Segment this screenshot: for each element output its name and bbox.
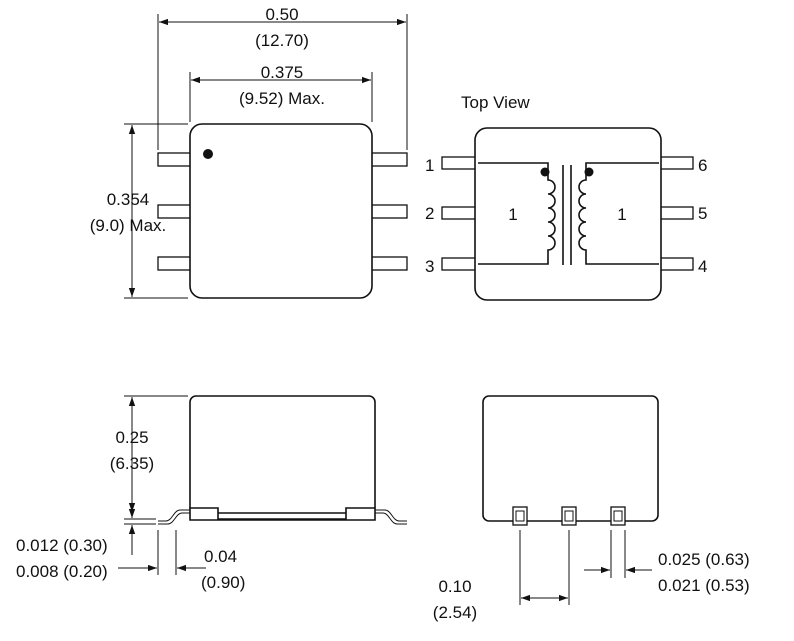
dim-side-height: 0.25 (6.35) (110, 395, 188, 512)
dim-lead-length: 0.04 (0.90) (118, 530, 245, 592)
pin-label-4: 4 (698, 257, 707, 276)
pin-label-6: 6 (698, 156, 707, 175)
dim-lead-width: 0.025 (0.63) 0.021 (0.53) (584, 530, 750, 595)
schematic-body (474, 127, 662, 301)
lead-thickness-min-label: 0.008 (0.20) (16, 562, 108, 581)
turns-secondary-label: 1 (617, 205, 626, 224)
top-view-title: Top View (461, 93, 530, 112)
polarity-dot-secondary-icon (584, 167, 594, 177)
side-lead-left (158, 509, 190, 522)
lead-right-1 (369, 152, 408, 167)
dim-overall-width: 0.50 (12.70) (157, 5, 408, 150)
schematic-lead-3 (441, 257, 479, 271)
lead-left-1 (157, 152, 194, 167)
schematic-top-view: Top View 1 2 3 6 5 4 1 1 (425, 93, 707, 301)
lead-left-3 (157, 256, 194, 271)
lead-right-2 (369, 204, 408, 219)
body-width-in-label: 0.375 (261, 63, 304, 82)
secondary-winding (578, 162, 659, 265)
height-mm-label: (9.0) Max. (90, 216, 167, 235)
dim-body-height: 0.354 (9.0) Max. (90, 123, 188, 299)
package-side-view (158, 395, 407, 525)
dim-body-width: 0.375 (9.52) Max. (189, 63, 373, 122)
lead-width-max-label: 0.025 (0.63) (658, 550, 750, 569)
pin-label-2: 2 (425, 204, 434, 223)
side-base (189, 507, 376, 521)
lead-length-mm-label: (0.90) (201, 573, 245, 592)
package-top-view (157, 123, 408, 299)
end-lead-2 (561, 506, 577, 526)
schematic-lead-6 (658, 156, 694, 170)
side-lead-right (375, 509, 407, 522)
package-end-view (482, 395, 659, 526)
pitch-in-label: 0.10 (438, 577, 471, 596)
width-in-label: 0.50 (265, 5, 298, 24)
end-lead-1 (512, 506, 528, 526)
end-body (482, 395, 659, 522)
body-width-mm-label: (9.52) Max. (239, 89, 325, 108)
pin-label-3: 3 (425, 257, 434, 276)
pin-label-1: 1 (425, 156, 434, 175)
turns-primary-label: 1 (508, 205, 517, 224)
lead-thickness-max-label: 0.012 (0.30) (16, 536, 108, 555)
pin1-dot-icon (203, 149, 213, 159)
side-height-in-label: 0.25 (115, 428, 148, 447)
width-mm-label: (12.70) (255, 31, 309, 50)
polarity-dot-primary-icon (540, 167, 550, 177)
lead-length-in-label: 0.04 (204, 547, 237, 566)
pitch-mm-label: (2.54) (433, 603, 477, 622)
height-in-label: 0.354 (107, 190, 150, 209)
lead-right-3 (369, 256, 408, 271)
end-lead-3 (610, 506, 626, 526)
schematic-lead-4 (658, 257, 694, 271)
schematic-lead-5 (658, 206, 694, 220)
package-body (189, 123, 373, 299)
dim-lead-thickness: 0.012 (0.30) 0.008 (0.20) (16, 500, 156, 581)
dim-lead-pitch: 0.10 (2.54) (433, 530, 570, 622)
lead-width-min-label: 0.021 (0.53) (658, 576, 750, 595)
side-body (189, 395, 376, 514)
primary-winding (478, 162, 556, 265)
side-height-mm-label: (6.35) (110, 454, 154, 473)
schematic-lead-1 (441, 156, 479, 170)
pin-label-5: 5 (698, 204, 707, 223)
schematic-lead-2 (441, 206, 479, 220)
